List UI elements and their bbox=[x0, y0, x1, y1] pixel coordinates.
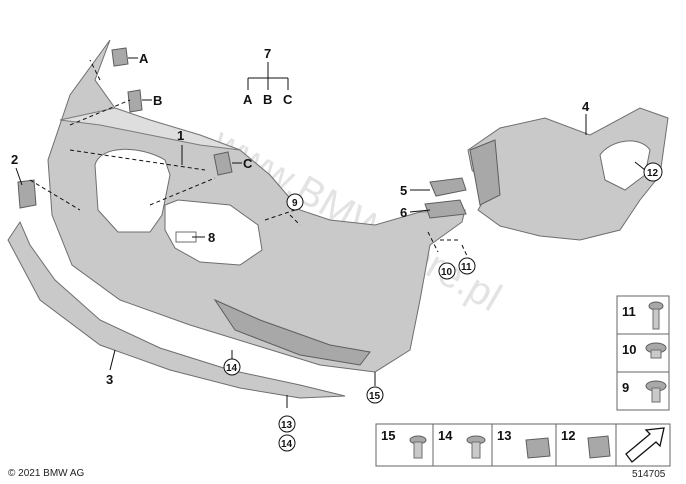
callout-a-top: A bbox=[139, 51, 149, 66]
bumper-cover bbox=[47, 39, 466, 373]
clip-b bbox=[127, 89, 143, 113]
callout-b-top: B bbox=[153, 93, 162, 108]
callout-8: 8 bbox=[208, 230, 215, 245]
svg-text:10: 10 bbox=[441, 267, 453, 278]
legend-10: 10 bbox=[622, 342, 636, 357]
legend-12: 12 bbox=[561, 428, 575, 443]
legend-13: 13 bbox=[497, 428, 511, 443]
push-clip-icon bbox=[466, 435, 486, 459]
callout-c-top: C bbox=[243, 156, 253, 171]
clip-c bbox=[213, 151, 233, 176]
spring-clip-icon bbox=[587, 435, 611, 459]
bracket-6 bbox=[424, 199, 467, 219]
arrow-icon bbox=[625, 427, 665, 463]
svg-text:11: 11 bbox=[461, 262, 472, 273]
legend-14: 14 bbox=[438, 428, 453, 443]
diagram-number: 514705 bbox=[632, 469, 666, 480]
callout-9: 9 bbox=[286, 193, 304, 211]
callout-7-b: B bbox=[263, 92, 272, 107]
legend-bottom: 15 14 13 12 bbox=[375, 423, 671, 467]
callout-7: 7 bbox=[264, 46, 271, 61]
legend-9: 9 bbox=[622, 380, 629, 395]
callout-12: 12 bbox=[643, 162, 663, 182]
svg-text:15: 15 bbox=[369, 391, 381, 402]
callout-11: 11 bbox=[458, 257, 476, 275]
expanding-rivet-icon bbox=[409, 435, 427, 459]
callout-14-bottom: 14 bbox=[278, 434, 296, 452]
svg-text:12: 12 bbox=[647, 168, 659, 179]
clip-nut-icon bbox=[525, 437, 551, 459]
callout-3: 3 bbox=[106, 372, 113, 387]
bumper-carrier bbox=[467, 107, 669, 241]
callout-14: 14 bbox=[223, 358, 241, 376]
copyright: © 2021 BMW AG bbox=[8, 468, 85, 479]
callout-5: 5 bbox=[400, 183, 407, 198]
clip-a bbox=[111, 47, 129, 67]
screw-washer-icon bbox=[645, 380, 667, 403]
callout-15: 15 bbox=[366, 386, 384, 404]
svg-text:14: 14 bbox=[226, 363, 238, 374]
lower-spoiler bbox=[7, 220, 346, 399]
svg-text:9: 9 bbox=[292, 198, 298, 209]
nut-icon bbox=[645, 342, 667, 359]
legend-11: 11 bbox=[622, 304, 636, 319]
callout-2: 2 bbox=[11, 152, 18, 167]
svg-text:13: 13 bbox=[281, 420, 293, 431]
svg-text:14: 14 bbox=[281, 439, 293, 450]
callout-1: 1 bbox=[177, 128, 184, 143]
bracket-5 bbox=[429, 177, 467, 197]
callout-13: 13 bbox=[278, 415, 296, 433]
legend-15: 15 bbox=[381, 428, 395, 443]
callout-6: 6 bbox=[400, 205, 407, 220]
trim-2 bbox=[17, 179, 37, 209]
callout-10: 10 bbox=[438, 262, 456, 280]
callout-7-c: C bbox=[283, 92, 293, 107]
legend-right: 11 10 9 bbox=[616, 295, 670, 411]
screw-icon bbox=[648, 301, 664, 330]
callout-7-a: A bbox=[243, 92, 253, 107]
callout-4: 4 bbox=[582, 99, 590, 114]
